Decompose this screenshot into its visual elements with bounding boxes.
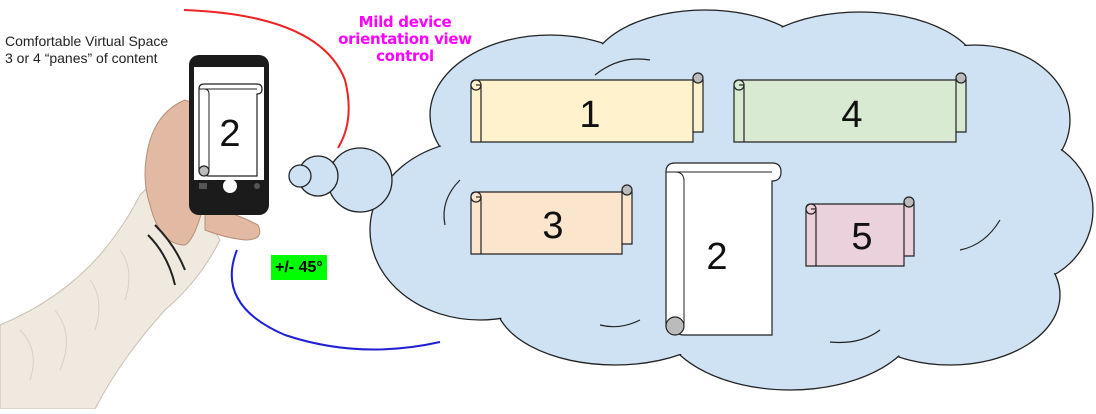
scroll-pane-2 — [665, 162, 782, 336]
scroll-pane-4 — [733, 72, 967, 143]
annotation-line-2: orientation view — [338, 30, 472, 48]
scroll-pane-5 — [805, 196, 915, 267]
pane-label-4: 4 — [841, 94, 862, 136]
upper-rotation-arc — [183, 9, 350, 149]
pane-label-3: 3 — [542, 205, 563, 247]
angle-badge: +/- 45° — [271, 255, 327, 280]
caption-line-1: Comfortable Virtual Space — [5, 33, 169, 49]
annotation-line-3: control — [376, 47, 434, 65]
caption-line-2: 3 or 4 “panes” of content — [5, 50, 158, 66]
phone-screen-pane — [198, 83, 263, 177]
orientation-control-annotation: Mild device orientation view control — [335, 14, 475, 65]
scroll-pane-1 — [470, 72, 704, 143]
annotation-line-1: Mild device — [358, 13, 452, 31]
virtual-space-caption: Comfortable Virtual Space 3 or 4 “panes”… — [5, 33, 168, 67]
pane-label-2: 2 — [706, 236, 727, 278]
phone-screen-label: 2 — [219, 113, 240, 155]
scroll-pane-3 — [470, 184, 633, 255]
pane-label-1: 1 — [579, 94, 600, 136]
pane-label-5: 5 — [851, 216, 872, 258]
lower-rotation-arc — [230, 249, 441, 351]
